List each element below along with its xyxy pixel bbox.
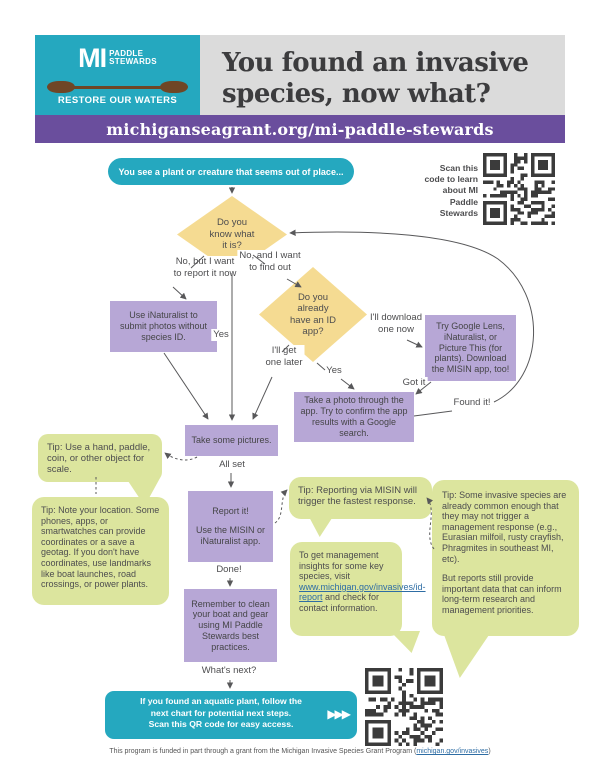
footer-text-pre: This program is funded in part through a… [109,748,417,755]
tip-misin-fastest: Tip: Reporting via MISIN will trigger th… [289,477,432,519]
tip-object-for-scale: Tip: Use a hand, paddle, coin, or other … [38,434,162,482]
qr-code-paddle-stewards [483,153,555,225]
qr-code-next-chart [365,668,443,746]
michigan-gov-id-report-link[interactable]: www.michigan.gov/invasives/id-report [299,581,426,603]
title-background [200,35,565,115]
scan-code-note: Scan this code to learn about MI Paddle … [424,163,478,218]
final-line-3: Scan this QR code for easy access. [148,719,294,730]
footer-text-post: ) [488,748,491,755]
management-text-pre: To get management insights for some key … [299,550,384,582]
step-use-inaturalist: Use iNaturalist to submit photos without… [110,301,217,352]
tip-common-tail [443,632,491,678]
tip-common-paragraph-2: But reports still provide important data… [442,573,562,616]
edge-label-no-find-out: No, and I want to find out [237,250,303,274]
edge-label-done: Done! [214,564,244,576]
final-line-1: If you found an aquatic plant, follow th… [140,696,302,706]
edge-label-found-it: Found it! [451,397,493,409]
edge-label-get-one-later: I'll get one later [263,345,305,369]
step-clean-boat-gear: Remember to clean your boat and gear usi… [184,589,277,662]
michigan-gov-invasives-link[interactable]: michigan.gov/invasives [416,748,489,755]
management-text-post: and check for contact information. [299,592,380,614]
edge-label-all-set: All set [217,459,247,471]
triple-arrow-icon: ▶▶▶ [327,707,351,721]
step-report-it: Report it! Use the MISIN or iNaturalist … [188,491,273,562]
edge-label-yes-know: Yes [211,329,231,341]
funding-credit: This program is funded in part through a… [0,748,600,755]
tip-common-species: Tip: Some invasive species are already c… [432,480,579,636]
logo-tagline: RESTORE OUR WATERS [57,95,178,106]
step-try-id-apps: Try Google Lens, iNaturalist, or Picture… [425,315,516,381]
start-node: You see a plant or creature that seems o… [108,158,354,185]
mi-paddle-stewards-logo: MI PADDLE STEWARDS RESTORE OUR WATERS [35,35,200,115]
website-url: michiganseagrant.org/mi-paddle-stewards [106,119,494,139]
tip-note-location: Tip: Note your location. Some phones, ap… [32,497,169,605]
step-take-photo-through-app: Take a photo through the app. Try to con… [294,392,414,442]
final-line-2: next chart for potential next steps. [150,707,292,718]
step-take-some-pictures: Take some pictures. [185,425,278,456]
report-body: Use the MISIN or iNaturalist app. [195,525,266,546]
final-aquatic-plant-node: If you found an aquatic plant, follow th… [105,691,357,739]
edge-label-got-it: Got it [400,377,428,389]
logo-paddle-text: PADDLE [109,49,144,58]
edge-label-whats-next: What's next? [199,665,259,677]
edge-label-yes-app: Yes [324,365,344,377]
url-banner: michiganseagrant.org/mi-paddle-stewards [35,115,565,143]
page-title: You found an invasive species, now what? [222,48,529,110]
edge-label-no-report-now: No, but I want to report it now [171,256,239,280]
logo-stewards-text: STEWARDS [109,57,157,67]
tip-management-insights: To get management insights for some key … [290,542,426,636]
paddle-icon [47,81,188,93]
report-title: Report it! [212,506,249,517]
edge-label-download-now: I'll download one now [368,312,424,336]
logo-wordmark: MI PADDLE STEWARDS [35,43,200,73]
tip-common-paragraph-1: Tip: Some invasive species are already c… [442,490,567,564]
logo-mi-text: MI [78,43,107,73]
